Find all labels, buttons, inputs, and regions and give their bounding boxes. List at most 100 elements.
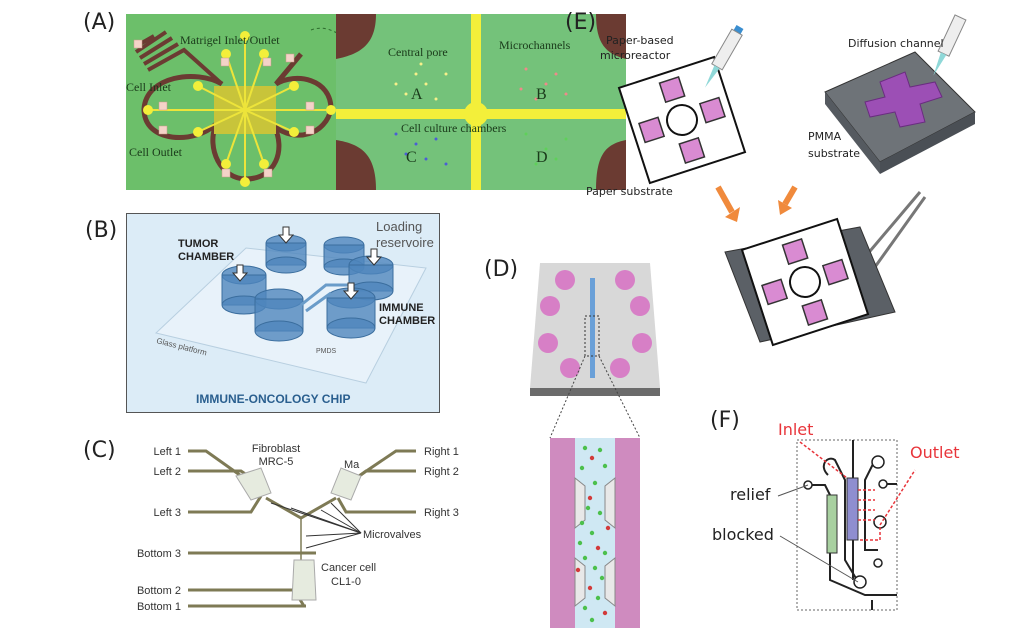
label-tumor-2: CHAMBER [178, 251, 234, 263]
green-cell [599, 575, 605, 581]
panel-e-figure: Paper-based microreactor Paper substrate… [586, 14, 976, 347]
zoom-line-left [549, 355, 586, 439]
cell-dots-b [519, 67, 568, 101]
green-cell [595, 595, 601, 601]
label-bottom-1: Bottom 1 [137, 601, 181, 613]
connecting-channels [300, 283, 351, 313]
paper-microreactor [617, 55, 747, 185]
center-channel-d [590, 278, 595, 378]
zoom-line-right [598, 355, 641, 439]
arrow-down-left [715, 185, 735, 214]
label-paper-reactor-2: microreactor [600, 49, 671, 62]
green-cell [602, 463, 608, 469]
label-chamber-d: D [536, 149, 548, 166]
label-pmma-2: substrate [808, 147, 860, 160]
label-microvalves: Microvalves [363, 529, 422, 541]
green-cell [579, 465, 585, 471]
green-cell [579, 520, 585, 526]
panel-a-figure: Matrigel Inlet/Outlet Cell Inlet Cell Ou… [126, 14, 626, 190]
label-blocked: blocked [712, 525, 774, 544]
label-right-2: Right 2 [424, 466, 459, 478]
label-cell-outlet: Cell Outlet [129, 145, 183, 159]
serpentine-channel [134, 30, 224, 86]
label-left-3: Left 3 [153, 507, 181, 519]
reservoirs-d [538, 270, 652, 378]
blocked-pointer [779, 535, 859, 583]
label-fibroblast-1: Fibroblast [252, 443, 300, 455]
arrow-down-right [782, 185, 798, 206]
chip-d-base [530, 388, 660, 396]
corner-channel-tr [596, 14, 626, 59]
red-cell [605, 525, 611, 531]
red-cell [595, 545, 601, 551]
label-culture-chambers: Cell culture chambers [401, 121, 507, 135]
label-immune-2: CHAMBER [379, 315, 435, 327]
green-cell [597, 510, 603, 516]
label-pmma-1: PMMA [808, 130, 842, 143]
label-left-1: Left 1 [153, 446, 181, 458]
red-cell [575, 567, 581, 573]
loading-arrows [231, 226, 383, 300]
label-central-pore: Central pore [388, 45, 448, 59]
yellow-channels [146, 34, 331, 184]
diffusion-channel-cross [864, 71, 943, 128]
cells-d [575, 445, 611, 623]
panel-c-figure: Left 1 Left 2 Left 3 Right 1 Right 2 Rig… [137, 443, 459, 613]
microvalve-pointers [270, 502, 362, 549]
chip-title: IMMUNE-ONCOLOGY CHIP [196, 392, 350, 406]
panel-b-figure: TUMOR CHAMBER Loading reservoire IMMUNE … [126, 213, 440, 413]
green-cell [577, 540, 583, 546]
label-cell-inlet: Cell Inlet [126, 80, 172, 94]
label-diffusion: Diffusion channel [848, 37, 944, 50]
label-bottom-2: Bottom 2 [137, 585, 181, 597]
pipette-icon-2 [933, 14, 967, 76]
central-pore [464, 102, 488, 126]
red-cell [589, 455, 595, 461]
blue-channel [846, 477, 859, 541]
label-loading-2: reservoire [376, 235, 434, 250]
label-chamber-c: C [406, 149, 417, 166]
label-cancer-2: CL1-0 [331, 576, 361, 588]
label-right-3: Right 3 [424, 507, 459, 519]
cell-chambers-c [235, 467, 362, 601]
panel-f-label: (F) [710, 408, 740, 433]
panel-a-label: (A) [83, 10, 116, 35]
cell-dots-a [394, 62, 448, 101]
label-fibroblast-2: MRC-5 [259, 456, 294, 468]
corner-channel-br [596, 140, 626, 190]
zoom-box-d [584, 315, 600, 357]
yellow-ports [143, 31, 336, 187]
label-chamber-a: A [411, 86, 423, 103]
label-bottom-3: Bottom 3 [137, 548, 181, 560]
green-cell [592, 480, 598, 486]
label-left-2: Left 2 [153, 466, 181, 478]
red-cell [587, 495, 593, 501]
label-cancer-1: Cancer cell [321, 562, 376, 574]
red-cell [587, 585, 593, 591]
green-cell [582, 605, 588, 611]
green-channel [826, 494, 838, 554]
green-cell [589, 530, 595, 536]
label-pmds: PMDS [316, 348, 337, 355]
panel-f-figure: Inlet Outlet relief blocked [712, 420, 960, 611]
corner-channel-bl [336, 140, 376, 190]
side-wall-right [615, 438, 640, 628]
label-outlet: Outlet [910, 443, 960, 462]
green-cell [589, 617, 595, 623]
label-inlet: Inlet [778, 420, 813, 439]
green-cell [602, 550, 608, 556]
pmma-block [824, 51, 976, 174]
label-chamber-b: B [536, 86, 547, 103]
red-cell [602, 610, 608, 616]
green-cell [592, 565, 598, 571]
green-cell [585, 505, 591, 511]
label-microchannels: Microchannels [499, 38, 571, 52]
pipette-icon [705, 25, 744, 88]
chamber-cylinders [221, 234, 394, 342]
panel-b-label: (B) [85, 218, 118, 243]
panel-d-figure [530, 263, 660, 628]
label-matrigel: Matrigel Inlet/Outlet [180, 33, 280, 47]
pink-ports [133, 39, 315, 178]
label-tumor-1: TUMOR [178, 238, 218, 250]
label-paper-reactor-1: Paper-based [606, 34, 674, 47]
